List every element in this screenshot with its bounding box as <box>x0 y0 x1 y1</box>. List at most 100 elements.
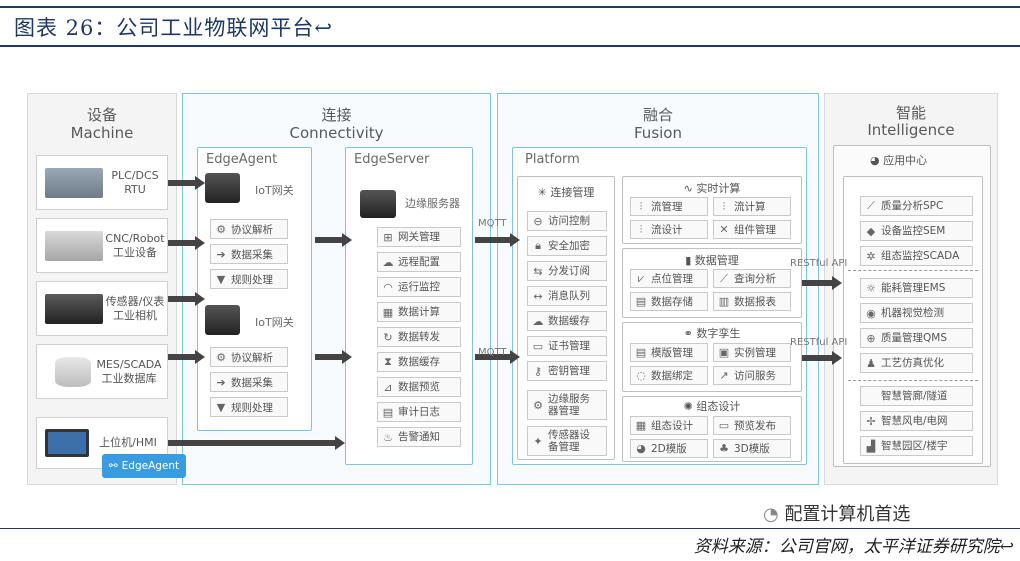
connection-item: 🔒︎安全加密 <box>527 236 607 256</box>
arrow-line <box>475 354 510 360</box>
gear-icon: ⚙ <box>216 350 226 364</box>
gateway-label: IoT网关 <box>255 316 294 329</box>
datamgmt-item: ⟋查询分析 <box>713 269 791 288</box>
cloud-icon: ☁ <box>382 255 394 269</box>
twin-item: ▣ 实例管理 <box>713 343 791 362</box>
divider <box>848 380 978 381</box>
realtime-title: ∿ 实时计算 <box>683 182 741 195</box>
arrow-line <box>168 296 195 302</box>
edgeserver-item: ⊿数据预览 <box>377 377 461 397</box>
edgeagent-badge-label: EdgeAgent <box>121 460 180 472</box>
arrow-head <box>510 233 520 247</box>
title-rule <box>0 45 1020 47</box>
config-item: ♣3D模版 <box>713 439 791 458</box>
item-label: 边缘服务 器管理 <box>548 393 590 417</box>
component-icon: ✕ <box>719 223 729 236</box>
connectivity-subtitle: Connectivity <box>289 124 384 142</box>
app-item: ✢智慧风电/电网 <box>860 411 973 431</box>
item-label: 模版管理 <box>651 346 693 359</box>
bottom-rule <box>0 528 1020 529</box>
device-label: PLC/DCS RTU <box>111 168 159 196</box>
config-item: ▦组态设计 <box>630 416 708 435</box>
item-label: 质量分析SPC <box>881 200 944 212</box>
hourglass-icon: ⧗ <box>384 355 392 368</box>
arrow-head <box>195 176 205 190</box>
item-label: 设备监控SEM <box>881 225 946 237</box>
sem-icon: ◆ <box>866 224 876 238</box>
mqtt-label: MQTT <box>478 347 507 358</box>
datamgmt-title: ▮ 数据管理 <box>685 254 739 267</box>
arrow-circle-icon: ➔ <box>216 247 226 261</box>
twin-item: ◌数据绑定 <box>630 366 708 385</box>
item-label: 传感器设 备管理 <box>548 429 590 453</box>
item-label: 组态监控SCADA <box>881 250 960 262</box>
connection-item: ▭证书管理 <box>527 336 607 356</box>
energy-icon: ☼ <box>866 281 876 295</box>
arrow-head <box>510 350 520 364</box>
edgeserver-title: EdgeServer <box>354 152 430 167</box>
restful-label: RESTful API <box>790 337 848 348</box>
arrow-line <box>315 237 342 243</box>
process-icon: ♟ <box>866 356 876 370</box>
figure-title: 图表 26：公司工业物联网平台↩ <box>14 16 333 40</box>
restful-label: RESTful API <box>790 258 848 269</box>
datamgmt-item: ⩗点位管理 <box>630 269 708 288</box>
qms-icon: ⊕ <box>866 331 876 345</box>
item-label: 消息队列 <box>548 290 590 302</box>
device-mes: MES/SCADA 工业数据库 <box>36 344 168 399</box>
connection-item: ⚷密钥管理 <box>527 361 607 381</box>
lock-icon: 🔒︎ <box>535 239 541 252</box>
cloud-icon: ☁ <box>532 314 544 328</box>
arrow-head <box>832 276 842 290</box>
binding-icon: ◌ <box>636 369 646 382</box>
item-label: 数据报表 <box>734 295 776 308</box>
item-label: 预览发布 <box>734 419 776 432</box>
gateway1-item-collect: ➔数据采集 <box>210 244 288 264</box>
flow-icon: ⫶ <box>639 199 643 213</box>
datamgmt-item: ▤数据存储 <box>630 292 708 311</box>
item-label: 实例管理 <box>734 346 776 359</box>
scada-icon: ✲ <box>866 249 876 263</box>
item-label: 告警通知 <box>398 431 440 443</box>
server-label: 边缘服务器 <box>405 197 460 210</box>
arrow-head <box>195 292 205 306</box>
edgeserver-item: ◠运行监控 <box>377 277 461 297</box>
gateway1-item-protocol: ⚙协议解析 <box>210 219 288 239</box>
realtime-item: ⫶流管理 <box>630 197 708 216</box>
item-label: 访问控制 <box>548 215 590 227</box>
gateway1-item-rules: ▼规则处理 <box>210 269 288 289</box>
edgeagent-title: EdgeAgent <box>206 152 278 167</box>
item-label: 能耗管理EMS <box>881 282 946 294</box>
app-item: 智慧管廊/隧道 <box>860 386 973 406</box>
monitor-icon <box>45 429 89 457</box>
app-item: ▟智慧园区/楼宇 <box>860 436 973 456</box>
item-label: 网关管理 <box>398 231 440 243</box>
item-label: 点位管理 <box>651 272 693 285</box>
arrow-line <box>475 237 510 243</box>
config-item: ◕2D模版 <box>630 439 708 458</box>
item-label: 智慧管廊/隧道 <box>881 390 948 402</box>
wind-icon: ✢ <box>866 414 876 428</box>
instance-icon: ▣ <box>718 346 730 359</box>
config-title: ✺ 组态设计 <box>683 400 741 413</box>
edgeagent-badge[interactable]: ⚯ EdgeAgent <box>102 454 186 478</box>
device-label: MES/SCADA 工业数据库 <box>96 357 162 385</box>
grid-icon: ▦ <box>382 305 394 319</box>
app-item: ⟋质量分析SPC <box>860 196 973 216</box>
arrow-head <box>832 351 842 365</box>
gear-icon: ⚙ <box>216 222 226 236</box>
bar-chart-icon: ▮ <box>685 254 695 267</box>
machine-title: 设备 <box>86 106 117 124</box>
3d-icon: ♣ <box>719 442 729 455</box>
link-icon: ⚯ <box>108 460 118 472</box>
connectivity-title: 连接 <box>321 106 352 124</box>
refresh-icon: ↻ <box>383 330 393 344</box>
device-plc: PLC/DCS RTU <box>36 155 168 210</box>
design-icon: ▦ <box>635 419 647 432</box>
arrow-head <box>195 236 205 250</box>
edgeserver-item: ▦数据计算 <box>377 302 461 322</box>
source-note: 资料来源：公司官网，太平洋证券研究院↩ <box>693 537 1014 557</box>
item-label: 机器视觉检测 <box>881 307 944 319</box>
top-rule <box>0 6 1020 8</box>
device-label: CNC/Robot 工业设备 <box>105 231 165 259</box>
